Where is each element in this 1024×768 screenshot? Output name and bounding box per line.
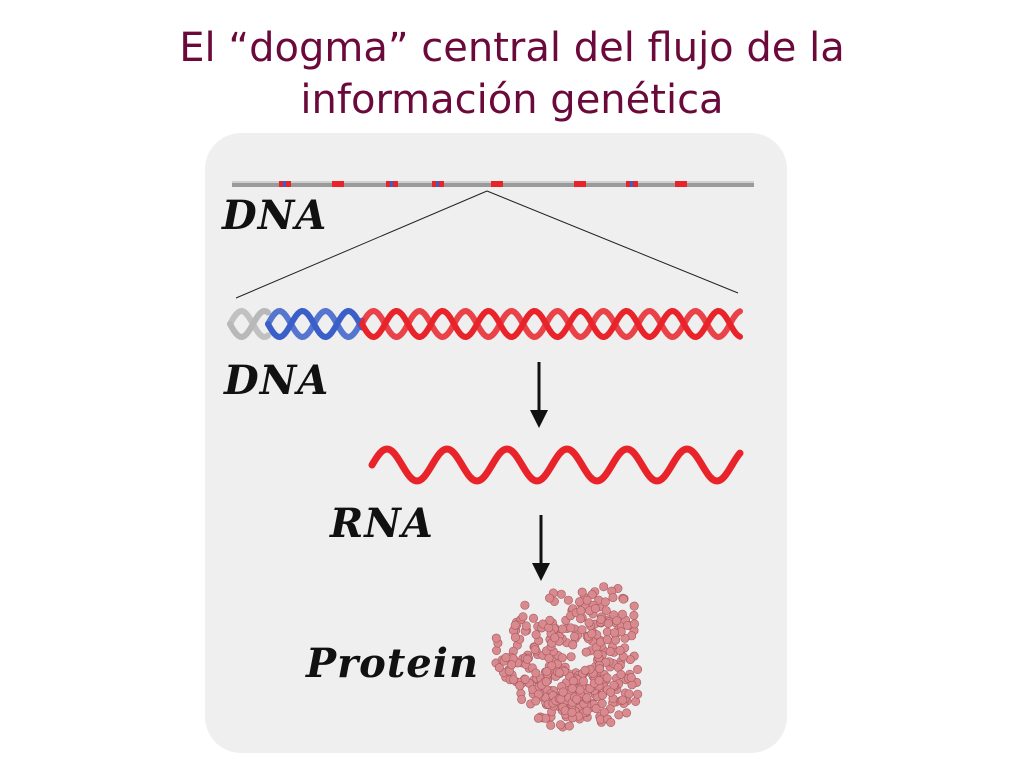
gene-marker [675,181,687,187]
dna-double-helix [227,307,743,341]
protein-label: Protein [306,640,480,687]
arrow-dna-to-rna [530,362,548,428]
dna-chromosome-label: DNA [222,192,328,239]
rna-label: RNA [330,500,434,547]
slide-title: El “dogma” central del flujo de la infor… [0,22,1024,126]
dna-chromosome-bar [232,181,754,187]
gene-markers [279,181,687,187]
dna-helix-label: DNA [224,357,330,404]
zoom-lines [235,190,739,299]
gene-marker [491,181,503,187]
title-line-2: información genética [300,77,724,123]
arrow-rna-to-protein [532,515,550,581]
rna-strand [368,445,744,485]
gene-marker [332,181,344,187]
protein-structure [491,582,643,732]
gene-marker [574,181,586,187]
title-line-1: El “dogma” central del flujo de la [179,25,845,71]
